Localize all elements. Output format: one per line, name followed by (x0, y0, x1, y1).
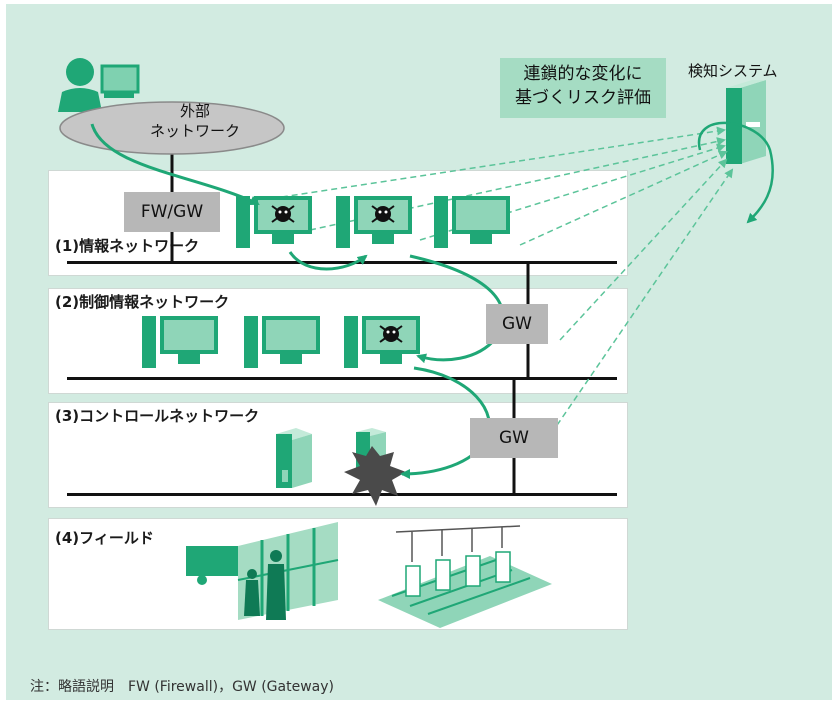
risk-loop-arrow (697, 121, 774, 224)
gw-box-1: GW (486, 304, 548, 344)
detection-system-server-icon (726, 80, 766, 164)
info-pc-2-icon (336, 196, 412, 248)
explosion-icon (344, 446, 406, 506)
control-network-bus (67, 493, 617, 496)
worker-icon-2 (244, 569, 260, 616)
risk-evaluation-line2: 基づくリスク評価 (515, 88, 651, 108)
control-info-pc-2-icon (244, 316, 320, 368)
controller-server-1-icon (276, 428, 312, 488)
truck-icon (186, 546, 270, 585)
external-network-label: 外部 ネットワーク (150, 101, 240, 141)
external-network-ellipse (59, 101, 285, 155)
external-network-line2: ネットワーク (150, 122, 241, 140)
control-info-pc-3-icon (344, 316, 420, 368)
dashed-link-6 (539, 168, 734, 451)
worker-icon-1 (266, 550, 286, 620)
attack-path-2 (288, 251, 368, 271)
info-pc-3-icon (434, 196, 510, 248)
control-network-label: (3)コントロールネットワーク (55, 407, 260, 425)
fw-gw-box: FW/GW (124, 192, 220, 232)
dashed-link-4 (519, 150, 728, 246)
virus-icon-3 (379, 325, 403, 343)
info-pc-1-icon (236, 196, 312, 248)
detection-system-label: 検知システム (688, 62, 778, 80)
dashed-link-5 (559, 158, 728, 341)
dashed-link-1 (261, 126, 726, 201)
user-icon (58, 58, 140, 112)
control-info-pc-1-icon (142, 316, 218, 368)
external-network-line1: 外部 (180, 102, 211, 120)
shelving-icon (237, 522, 339, 620)
risk-evaluation-label: 連鎖的な変化に 基づくリスク評価 (500, 58, 666, 118)
information-network-bus (67, 261, 617, 264)
gw-box-2: GW (470, 418, 558, 458)
virus-icon-1 (271, 205, 295, 223)
risk-evaluation-line1: 連鎖的な変化に (523, 64, 643, 84)
attack-path-1 (90, 123, 260, 206)
information-network-label: (1)情報ネットワーク (55, 237, 200, 255)
abbreviation-note: 注：略語説明 FW (Firewall)，GW (Gateway) (30, 679, 334, 695)
assembly-line-icon (378, 525, 552, 628)
control-information-network-bus (67, 377, 617, 380)
virus-icon-2 (371, 205, 395, 223)
field-label: (4)フィールド (55, 529, 154, 547)
control-information-network-label: (2)制御情報ネットワーク (55, 293, 230, 311)
